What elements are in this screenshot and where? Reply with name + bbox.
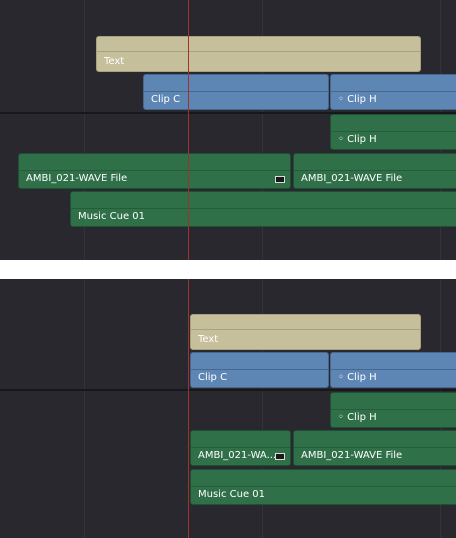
- video-audio-separator: [0, 112, 456, 114]
- clip-c-label: Clip C: [198, 372, 228, 383]
- clip-h-video[interactable]: ◦ Clip H: [330, 352, 456, 388]
- clip-h-audio[interactable]: ◦ Clip H: [330, 114, 456, 150]
- ambi-clip-left[interactable]: AMBI_021-WA...: [190, 430, 291, 466]
- video-audio-separator: [0, 389, 456, 391]
- grid-line: [262, 0, 263, 260]
- ambi-clip-right[interactable]: AMBI_021-WAVE File: [293, 430, 456, 466]
- grid-line: [84, 279, 85, 538]
- text-clip-label: Text: [104, 56, 125, 67]
- clip-h-audio[interactable]: ◦ Clip H: [330, 392, 456, 428]
- text-clip[interactable]: Text: [96, 36, 421, 72]
- text-clip[interactable]: Text: [190, 314, 421, 350]
- timeline-panel-bottom[interactable]: Text Clip C ◦ Clip H ◦ Clip H AMBI_021-W…: [0, 279, 456, 538]
- ambi-clip-left-label: AMBI_021-WAVE File: [26, 173, 128, 184]
- clip-h-video-label: ◦ Clip H: [338, 94, 377, 105]
- filmstrip-icon: [275, 176, 285, 183]
- ambi-clip-right[interactable]: AMBI_021-WAVE File: [293, 153, 456, 189]
- ambi-clip-right-label: AMBI_021-WAVE File: [301, 450, 403, 461]
- music-cue-label: Music Cue 01: [198, 489, 266, 500]
- ambi-clip-right-label: AMBI_021-WAVE File: [301, 173, 403, 184]
- clip-c[interactable]: Clip C: [190, 352, 329, 388]
- clip-c[interactable]: Clip C: [143, 74, 329, 110]
- text-clip-label: Text: [198, 334, 219, 345]
- ambi-clip-left[interactable]: AMBI_021-WAVE File: [18, 153, 291, 189]
- clip-h-audio-label: ◦ Clip H: [338, 412, 377, 423]
- ambi-clip-left-label: AMBI_021-WA...: [198, 450, 277, 461]
- filmstrip-icon: [275, 453, 285, 460]
- clip-h-audio-label: ◦ Clip H: [338, 134, 377, 145]
- playhead[interactable]: [188, 0, 189, 260]
- clip-h-video-label: ◦ Clip H: [338, 372, 377, 383]
- music-cue-label: Music Cue 01: [78, 211, 146, 222]
- clip-c-label: Clip C: [151, 94, 181, 105]
- music-cue-clip[interactable]: Music Cue 01: [70, 191, 456, 227]
- clip-h-video[interactable]: ◦ Clip H: [330, 74, 456, 110]
- timeline-panel-top[interactable]: Text Clip C ◦ Clip H ◦ Clip H AMBI_021-W…: [0, 0, 456, 260]
- playhead[interactable]: [188, 279, 189, 538]
- music-cue-clip[interactable]: Music Cue 01: [190, 469, 456, 505]
- grid-line: [84, 0, 85, 260]
- grid-line: [262, 279, 263, 538]
